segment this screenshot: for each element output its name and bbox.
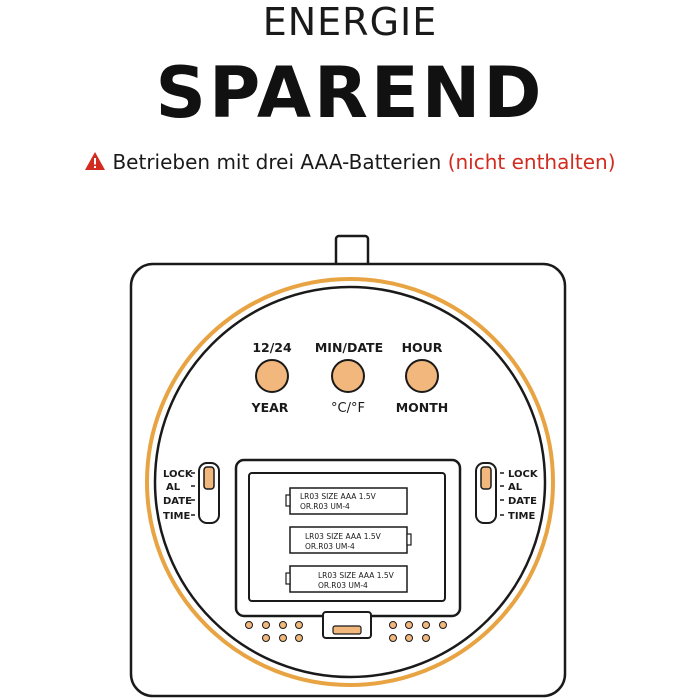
battery-3 [289, 565, 408, 593]
left-switch-knob[interactable] [203, 466, 215, 490]
warning-triangle-icon [84, 151, 106, 176]
battery-label-line1: LR03 SIZE AAA 1.5V [300, 492, 377, 501]
battery-label-line2: OR.R03 UM-4 [318, 581, 368, 590]
button-bottom-label: °C/°F [331, 401, 365, 416]
battery-label-line1: LR03 SIZE AAA 1.5V [318, 571, 395, 580]
button-top-label: MIN/DATE [315, 340, 383, 355]
headline-sparend: SPAREND [155, 52, 545, 134]
right-mode-switch: LOCK AL DATE TIME [475, 462, 539, 524]
switch-label-time: TIME [508, 511, 535, 522]
function-buttons: 12/24 YEAR MIN/DATE °C/°F HOUR MONTH [251, 340, 449, 416]
speaker-grille-right [389, 621, 447, 642]
switch-label-lock: LOCK [508, 469, 539, 480]
left-mode-switch: LOCK AL DATE TIME [163, 462, 220, 524]
right-switch-knob[interactable] [480, 466, 492, 490]
battery-1 [289, 487, 408, 515]
switch-label-al: AL [508, 482, 523, 493]
switch-label-al: AL [166, 482, 181, 493]
battery-notice-text: Betrieben mit drei AAA-Batterien [112, 150, 442, 174]
switch-label-lock: LOCK [163, 469, 194, 480]
button-bottom-label: MONTH [396, 400, 449, 415]
switch-label-date: DATE [163, 496, 192, 507]
latch-tab[interactable] [332, 625, 362, 635]
button-min-date-temp[interactable] [331, 359, 365, 393]
battery-notice-highlight: (nicht enthalten) [447, 150, 616, 174]
battery-label-line2: OR.R03 UM-4 [300, 502, 350, 511]
switch-label-date: DATE [508, 496, 537, 507]
headline-energie: ENERGIE [262, 0, 438, 44]
top-snooze-button[interactable] [334, 234, 370, 268]
battery-label-line1: LR03 SIZE AAA 1.5V [305, 532, 382, 541]
battery-notice: Betrieben mit drei AAA-Batterien (nicht … [0, 150, 700, 176]
switch-label-time: TIME [163, 511, 190, 522]
button-hour-month[interactable] [405, 359, 439, 393]
button-bottom-label: YEAR [251, 400, 289, 415]
button-top-label: HOUR [402, 340, 443, 355]
speaker-grille-left [245, 621, 303, 642]
button-12-24-year[interactable] [255, 359, 289, 393]
battery-compartment: LR03 SIZE AAA 1.5V OR.R03 UM-4 LR03 SIZE… [234, 458, 462, 639]
battery-label-line2: OR.R03 UM-4 [305, 542, 355, 551]
button-top-label: 12/24 [252, 340, 292, 355]
orange-ring [145, 277, 555, 687]
